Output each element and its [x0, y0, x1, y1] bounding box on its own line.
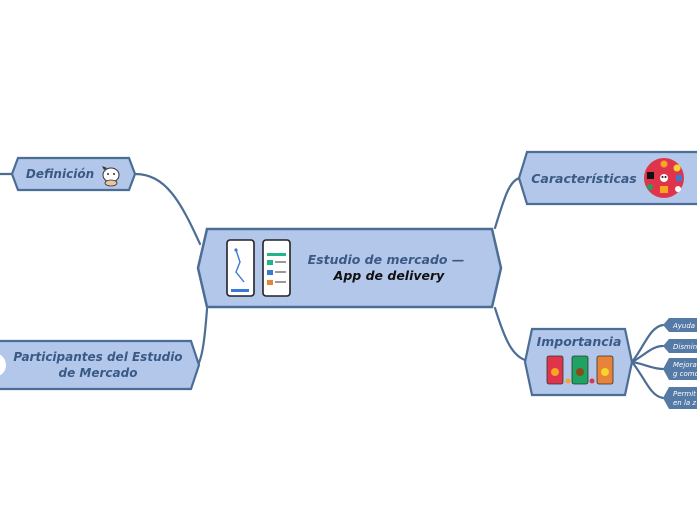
connector-leaf-1 [630, 323, 665, 364]
central-title-line2: App de delivery [333, 268, 445, 283]
topic-definicion[interactable]: Definición [10, 156, 137, 192]
leaf-node-1[interactable]: Ayuda a [663, 318, 697, 332]
circle-avatar-icon [0, 354, 6, 376]
app-logos-circle-icon [644, 158, 684, 198]
topic-importancia[interactable]: Importancia [523, 327, 634, 397]
leaf-node-3[interactable]: Mejora g como [663, 358, 697, 380]
food-phones-icon [546, 355, 614, 385]
phone-screens-icon [226, 239, 291, 297]
connector-leaf-2 [630, 344, 665, 364]
connector-definicion [133, 172, 202, 246]
central-title-line1: Estudio de mercado — [308, 252, 465, 267]
connector-participantes [196, 307, 209, 367]
leaf-4-text-line2: en la z [673, 399, 696, 407]
connector-leaf-3 [630, 360, 665, 371]
leaf-3-text-line2: g como [673, 370, 697, 378]
leaf-1-text: Ayuda a [672, 322, 697, 330]
leaf-2-text: Disminu [673, 343, 697, 351]
connector-leaf-4 [630, 360, 665, 400]
participantes-label-line2: de Mercado [59, 366, 138, 380]
leaf-4-text-line1: Permit [673, 390, 696, 398]
connector-importancia [493, 306, 527, 362]
participantes-label-line1: Participantes del Estudio [13, 350, 182, 364]
leaf-node-2[interactable]: Disminu [663, 339, 697, 353]
caracteristicas-label: Características [531, 171, 637, 186]
leaf-node-4[interactable]: Permit en la z [663, 387, 697, 409]
importancia-label: Importancia [537, 334, 622, 349]
topic-caracteristicas[interactable]: Características [517, 150, 697, 206]
topic-participantes[interactable]: Participantes del Estudio de Mercado [0, 339, 201, 391]
leaf-3-text-line1: Mejora [673, 361, 697, 369]
definicion-label: Definición [26, 167, 94, 181]
central-node[interactable]: Estudio de mercado — App de delivery [196, 227, 503, 309]
connector-caracteristicas [493, 176, 522, 230]
cartoon-dog-icon [102, 166, 120, 187]
